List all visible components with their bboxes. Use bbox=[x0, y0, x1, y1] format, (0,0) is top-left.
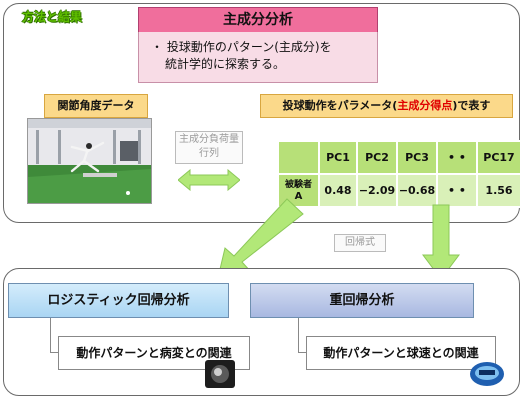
regression-label: 回帰式 bbox=[334, 234, 386, 252]
row-label-cell: 被験者 A bbox=[277, 173, 320, 208]
row-label-line-1: 被験者 bbox=[284, 179, 312, 190]
table-cell: −0.68 bbox=[396, 173, 438, 208]
table-cell: • • bbox=[436, 173, 478, 208]
table-header-row: PC1 PC2 PC3 • • PC17 bbox=[277, 140, 522, 175]
logistic-regression-title: ロジスティック回帰分析 bbox=[8, 283, 229, 318]
multiple-bracket bbox=[298, 314, 307, 353]
row-label-line-2: A bbox=[294, 190, 303, 202]
table-header-cell: PC17 bbox=[476, 140, 522, 175]
joint-angle-label: 関節角度データ bbox=[44, 94, 148, 118]
pca-description: ・ 投球動作のパターン(主成分)を 統計学的に探索する。 bbox=[138, 32, 378, 83]
loading-matrix-line-2: 行列 bbox=[199, 148, 219, 159]
bullet: ・ bbox=[151, 40, 164, 54]
loading-matrix-label: 主成分負荷量 行列 bbox=[175, 131, 243, 164]
pca-bullet-line: ・ 投球動作のパターン(主成分)を bbox=[151, 39, 332, 56]
table-header-cell: PC1 bbox=[318, 140, 358, 175]
parameter-label-highlight: 主成分得点 bbox=[397, 99, 453, 112]
table-header-cell: PC3 bbox=[396, 140, 438, 175]
parameter-label: 投球動作をパラメータ(主成分得点)で表す bbox=[260, 94, 513, 118]
section-label: 方法と結果 bbox=[22, 10, 83, 24]
injury-image-icon bbox=[205, 360, 235, 388]
table-header-cell: • • bbox=[436, 140, 478, 175]
table-cell: −2.09 bbox=[356, 173, 398, 208]
pca-line-2: 統計学的に探索する。 bbox=[165, 57, 286, 71]
multiple-regression-subtitle: 動作パターンと球速との関連 bbox=[306, 336, 496, 370]
multiple-regression-title: 重回帰分析 bbox=[250, 283, 474, 318]
parameter-label-after: )で表す bbox=[452, 99, 491, 112]
table-header-cell: PC2 bbox=[356, 140, 398, 175]
speed-gun-icon bbox=[470, 362, 504, 386]
table-cell: 0.48 bbox=[318, 173, 358, 208]
pitching-photo bbox=[27, 118, 152, 204]
logistic-bracket bbox=[50, 314, 59, 353]
loading-matrix-line-1: 主成分負荷量 bbox=[179, 134, 239, 145]
pc-score-table: PC1 PC2 PC3 • • PC17 被験者 A 0.48 −2.09 −0… bbox=[277, 140, 522, 208]
table-row: 被験者 A 0.48 −2.09 −0.68 • • 1.56 bbox=[277, 173, 522, 208]
table-corner-cell bbox=[277, 140, 320, 175]
pca-line-1: 投球動作のパターン(主成分)を bbox=[166, 40, 332, 54]
parameter-label-before: 投球動作をパラメータ( bbox=[282, 99, 398, 112]
table-cell: 1.56 bbox=[476, 173, 522, 208]
double-arrow-icon bbox=[178, 169, 240, 191]
down-arrow-icon bbox=[422, 204, 460, 280]
